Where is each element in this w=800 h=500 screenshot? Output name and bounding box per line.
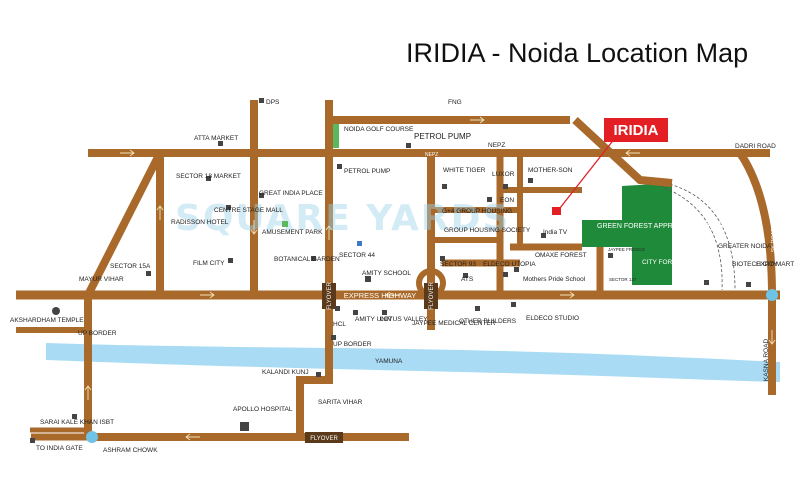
map-title: IRIDIA - Noida Location Map <box>406 38 748 68</box>
amusement-park-label: AMUSEMENT PARK <box>262 229 323 236</box>
film-city-label: FILM CITY <box>193 260 225 267</box>
iridia-label: IRIDIA <box>614 122 659 139</box>
flyover-label-2: FLYOVER <box>429 282 435 310</box>
flyover-tag-3 <box>305 432 343 443</box>
apollo-hospital-label: APOLLO HOSPITAL <box>233 406 293 413</box>
petrol-pump-label: PETROL PUMP <box>344 168 390 175</box>
dadri-road-label: DADRI ROAD <box>735 143 776 150</box>
yamuna-label: YAMUNA <box>375 358 403 365</box>
up-border-1-label: UP BORDER <box>78 330 117 337</box>
kalandi-kunj-label: KALANDI KUNJ <box>262 369 309 376</box>
dps-label: DPS <box>266 99 280 106</box>
sector-18-label: SECTOR 18 MARKET <box>176 173 241 180</box>
to-india-gate-label: TO INDIA GATE <box>36 445 83 452</box>
dashed-curve-1 <box>659 185 723 291</box>
sector-93-label: SECTOR 93 <box>440 261 476 268</box>
sector-137-label: SECTOR 137 <box>609 277 637 282</box>
g4-housing-label: G+4 GROUP HOUSING <box>442 208 512 215</box>
ashram-chowk-label: ASHRAM CHOWK <box>103 447 158 454</box>
iridia-pointer-line <box>559 137 616 209</box>
other-builders-label: OTHER BUILDERS <box>459 318 517 325</box>
atta-market-label: ATTA MARKET <box>194 135 238 142</box>
amity-univ-label: AMITY UNIV <box>355 316 393 323</box>
mayur-vihar-label: MAYUR VIHAR <box>79 276 124 283</box>
expo-mart-label: EXPO MART <box>756 261 794 268</box>
botanical-garden-label: BOTANICAL GARDEN <box>274 256 340 263</box>
nepz-small-label: NEPZ <box>425 152 438 158</box>
eldeco-utopia-label: ELDECO UTOPIA <box>483 261 536 268</box>
group-housing-label: GROUP HOUSING SOCIETY <box>444 227 531 234</box>
india-tv-label: India TV <box>543 229 568 236</box>
golf-course-marker <box>333 124 339 148</box>
sector-15a-label: SECTOR 15A <box>110 263 151 270</box>
jaypee-fresco-label: JAYPEE FRESCO <box>608 247 645 252</box>
eldeco-studio-label: ELDECO STUDIO <box>526 315 579 322</box>
lotus-valley-label: LOTUS VALLEY <box>380 316 428 323</box>
golf-course-label: NOIDA GOLF COURSE <box>344 126 414 133</box>
yamuna-river <box>46 343 780 382</box>
city-forest-label: CITY FOREST <box>642 259 685 266</box>
landmark-markers <box>30 98 751 443</box>
sk-road-label: SK ROAD <box>771 228 777 253</box>
luxor-label: LUXOR <box>492 171 515 178</box>
green-forest-label: GREEN FOREST APPROX. 325 ACRES <box>597 223 724 230</box>
eon-label: EON <box>500 197 514 204</box>
omaxe-forest-label: OMAXE FOREST <box>535 252 587 259</box>
flyover-label-1: FLYOVER <box>327 282 333 310</box>
akshardham-label: AKSHARDHAM TEMPLE <box>10 317 84 324</box>
road-network <box>16 100 780 441</box>
hcl-label: HCL <box>333 321 346 328</box>
ats-label: ATS <box>461 276 474 283</box>
greater-noida-label: GREATER NOIDA <box>718 243 772 250</box>
sarita-vihar-label: SARITA VIHAR <box>318 399 363 406</box>
amity-school-label: AMITY SCHOOL <box>362 270 411 277</box>
sector-44-marker <box>357 241 362 246</box>
green-forest-area <box>582 183 672 285</box>
flyover-tag-1 <box>322 283 336 309</box>
flyover-label-3: FLYOVER <box>310 436 338 442</box>
fng-label: FNG <box>448 99 462 106</box>
mothers-pride-label: Mothers Pride School <box>523 276 586 283</box>
iridia-badge <box>604 118 668 142</box>
biotech-city-label: BIOTECH CITY <box>732 261 778 268</box>
roundabout-sk-road <box>766 289 778 301</box>
nepz-label: NEPZ <box>488 142 505 149</box>
kasna-road-label: KASNA ROAD <box>763 339 770 382</box>
direction-arrows <box>84 116 776 441</box>
roundabout-ashram <box>86 431 98 443</box>
centre-stage-label: CENTRE STAGE MALL <box>214 207 283 214</box>
petrol-pump-top-label: PETROL PUMP <box>414 132 471 141</box>
flyover-tag-2 <box>424 283 438 309</box>
iridia-site-marker <box>552 207 561 215</box>
radisson-label: RADISSON HOTEL <box>171 219 229 226</box>
watermark: SQUARE YARDS <box>175 198 510 239</box>
express-highway-label: EXPRESS HIGHWAY <box>344 291 417 300</box>
dashed-curve-2 <box>664 182 736 291</box>
great-india-place-label: GREAT INDIA PLACE <box>259 190 323 197</box>
up-border-2-label: UP BORDER <box>333 341 372 348</box>
amusement-park-marker <box>282 221 288 227</box>
jaypee-medical-label: JAYPEE MEDICAL CENTER <box>412 320 496 327</box>
mother-son-label: MOTHER-SON <box>528 167 573 174</box>
sector-44-label: SECTOR 44 <box>339 252 375 259</box>
white-tiger-label: WHITE TIGER <box>443 167 486 174</box>
sarai-kale-khan-label: SARAI KALE KHAN ISBT <box>40 419 114 426</box>
